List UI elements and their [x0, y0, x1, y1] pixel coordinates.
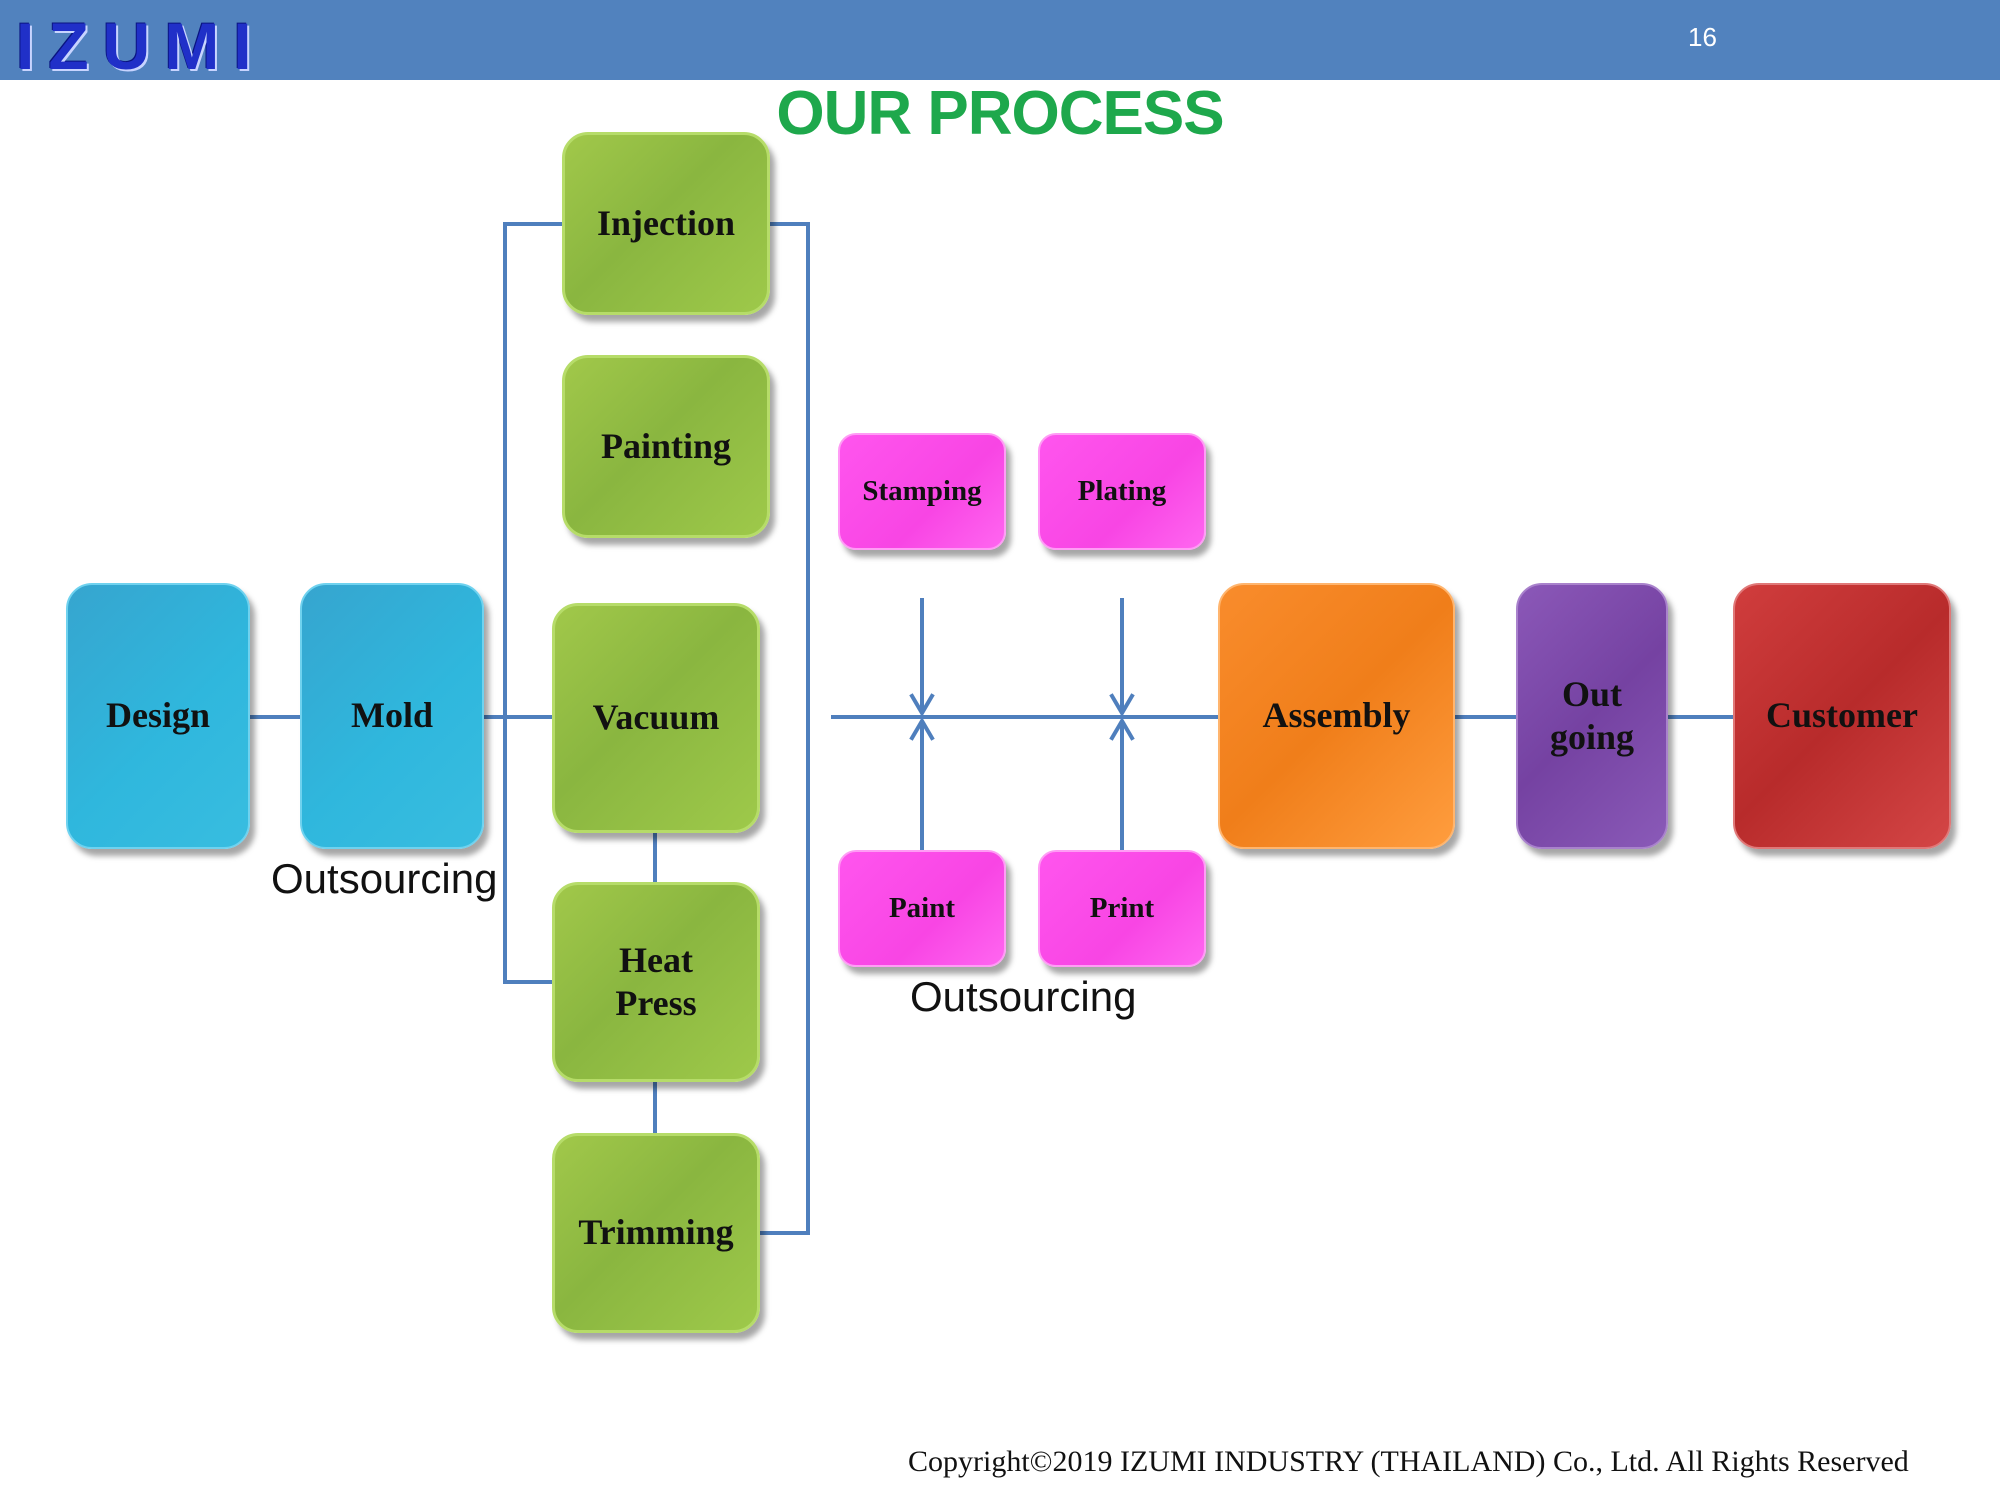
plating-label: Plating — [1077, 475, 1167, 508]
print-box: Print — [1038, 850, 1206, 967]
arrowhead-print — [1109, 717, 1135, 741]
paint-box: Paint — [838, 850, 1006, 967]
copyright-footer: Copyright©2019 IZUMI INDUSTRY (THAILAND)… — [908, 1445, 1909, 1478]
injection-label: Injection — [597, 202, 735, 243]
vacuum-label: Vacuum — [592, 697, 720, 738]
customer-box: Customer — [1733, 583, 1951, 849]
heat-press-box: Heat Press — [552, 882, 760, 1082]
outgoing-label: Out going — [1549, 673, 1635, 757]
company-logo: IZUMI — [16, 9, 266, 83]
painting-box: Painting — [562, 355, 770, 538]
trimming-box: Trimming — [552, 1133, 760, 1333]
mold-box: Mold — [300, 583, 484, 849]
paint-label: Paint — [888, 892, 956, 925]
painting-label: Painting — [600, 425, 732, 466]
mold-label: Mold — [350, 695, 433, 736]
stamping-box: Stamping — [838, 433, 1006, 550]
page-title: OUR PROCESS — [776, 79, 1224, 148]
outsourcing-label-left: Outsourcing — [271, 855, 498, 902]
design-box: Design — [66, 583, 250, 849]
page-number: 16 — [1688, 22, 1717, 52]
injection-box: Injection — [562, 132, 770, 315]
arrowhead-stamping — [909, 693, 935, 717]
outsourcing-label-right: Outsourcing — [910, 973, 1137, 1020]
trimming-label: Trimming — [578, 1212, 734, 1253]
bracket-left — [503, 222, 564, 984]
header-bar: IZUMI 16 — [0, 0, 2000, 83]
stamping-label: Stamping — [862, 475, 982, 508]
assembly-box: Assembly — [1218, 583, 1455, 849]
heat-press-label: Heat Press — [615, 939, 697, 1023]
plating-box: Plating — [1038, 433, 1206, 550]
design-label: Design — [105, 695, 210, 736]
vacuum-box: Vacuum — [552, 603, 760, 833]
bracket-right — [760, 222, 810, 1235]
customer-label: Customer — [1766, 695, 1918, 736]
arrowhead-plating — [1109, 693, 1135, 717]
arrowhead-paint — [909, 717, 935, 741]
outgoing-box: Out going — [1516, 583, 1668, 849]
print-label: Print — [1089, 892, 1155, 925]
assembly-label: Assembly — [1262, 695, 1411, 736]
